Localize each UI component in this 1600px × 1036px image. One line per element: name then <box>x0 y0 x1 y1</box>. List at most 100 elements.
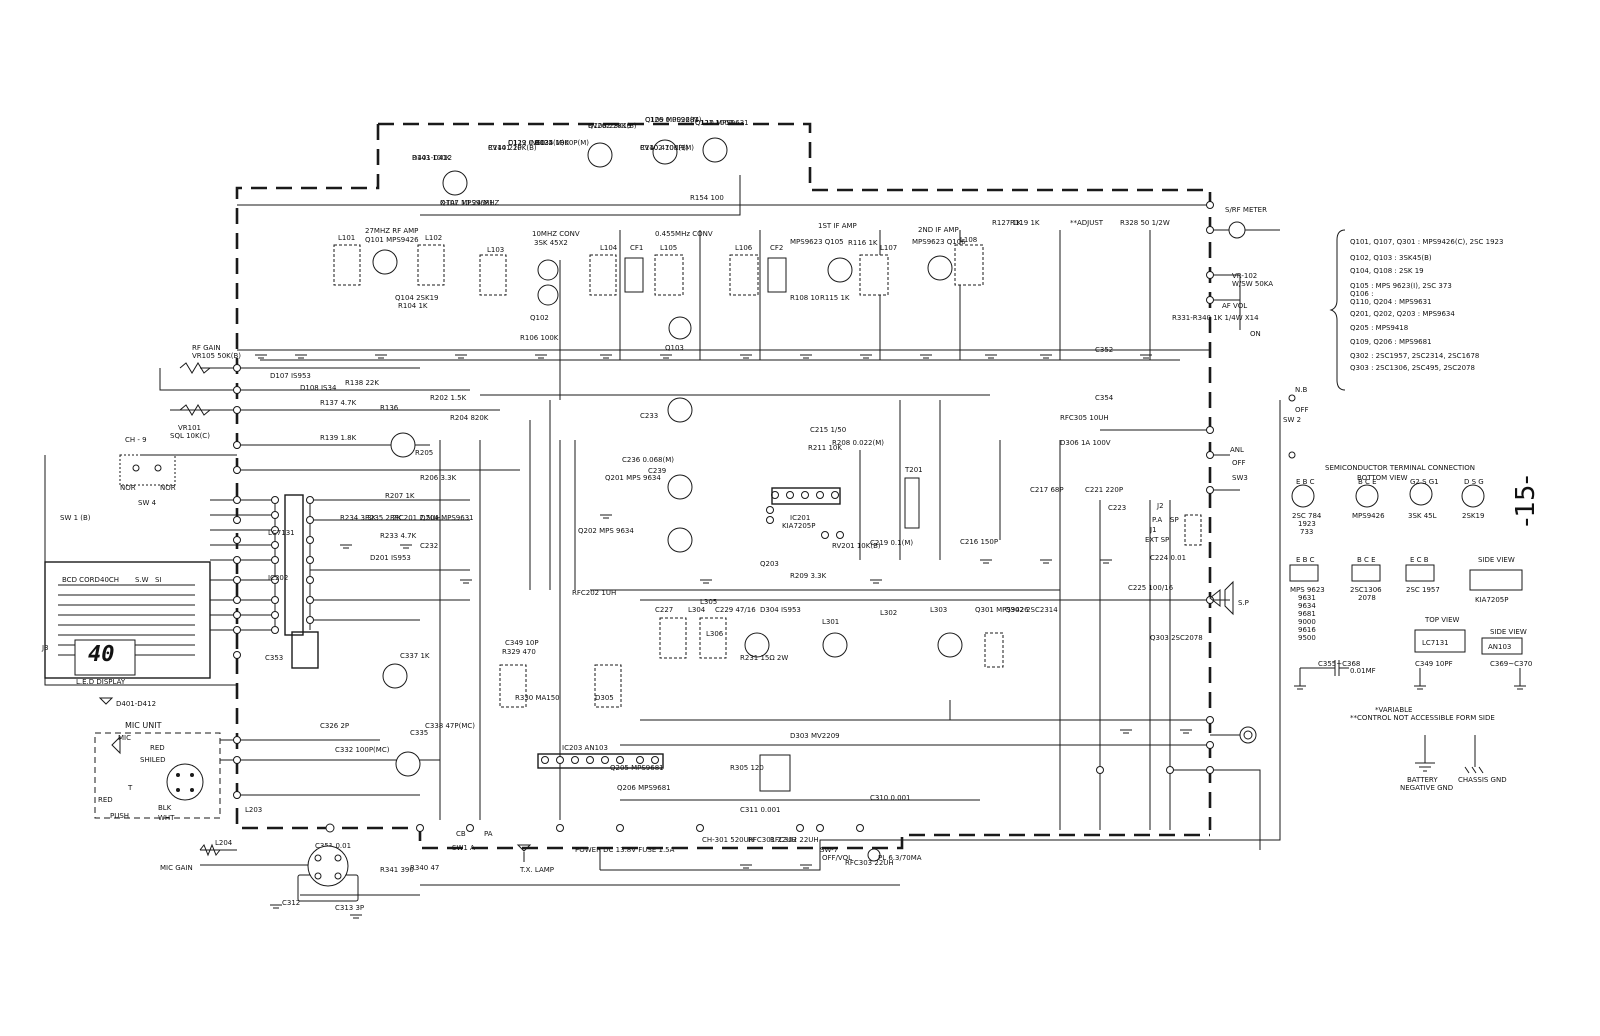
mic-red2-label: RED <box>98 796 113 804</box>
component-label: C140 4700P(M) <box>640 144 694 152</box>
ground-symbols <box>255 354 1192 919</box>
an103-legend: AN103 <box>1488 643 1511 651</box>
component-label: R330 MA150 <box>515 694 560 702</box>
power-label: POWER DC 13.8V FUSE 1.5A <box>575 846 675 854</box>
component-label: L102 <box>425 234 442 242</box>
component-label: C313 3P <box>335 904 364 912</box>
sql-label: SQL 10K(C) <box>170 432 210 440</box>
legend-line-5: Q106 : <box>1350 290 1373 298</box>
component-label: RFC202 1UH <box>572 589 616 597</box>
connector-nodes <box>233 201 1214 833</box>
component-label: R202 1.5K <box>430 394 467 402</box>
component-label: RFC201 2.5UH <box>390 514 441 522</box>
component-label: R139 1.8K <box>320 434 357 442</box>
component-label: R137 4.7K <box>320 399 357 407</box>
svg-text:2078: 2078 <box>1358 594 1376 602</box>
component-label: D108 IS34 <box>300 384 337 392</box>
caps-c369-label: C369~C370 <box>1490 660 1532 668</box>
component-label: Q104 2SK19 <box>395 294 439 302</box>
mic-push-label: PUSH <box>110 812 129 820</box>
pkg7-pins: E C B <box>1410 556 1429 564</box>
component-label: L105 <box>660 244 677 252</box>
mic-blk-label: BLK <box>158 804 172 812</box>
pkg6-name: 2SC1306 <box>1350 586 1382 594</box>
component-label: L108 <box>960 236 977 244</box>
component-label: C223 <box>1108 504 1126 512</box>
mic-shield-label: SHILED <box>140 756 165 764</box>
legend-line-8: Q205 : MPS9418 <box>1350 324 1408 332</box>
pkg1-name-3: 733 <box>1300 528 1313 536</box>
conv-10mhz-part: 3SK 45X2 <box>534 239 568 247</box>
component-label: C224 0.01 <box>1150 554 1186 562</box>
component-label: Q107 MPS9681 <box>440 199 494 207</box>
tx-lamp-label: T.X. LAMP <box>519 866 554 874</box>
component-label: Q108 2SK19 <box>588 122 632 130</box>
component-label: L107 <box>880 244 897 252</box>
pkg3-name: 3SK 45L <box>1408 512 1437 520</box>
legend-line-9: Q109, Q206 : MPS9681 <box>1350 338 1432 346</box>
component-label: R211 10K <box>808 444 842 452</box>
anl-label: ANL <box>1230 446 1244 454</box>
component-label: C338 47P(MC) <box>425 722 475 730</box>
component-label: RFC305 10UH <box>1060 414 1109 422</box>
component-label: Q205 MPS9681 <box>610 764 664 772</box>
pkg4-pins: D S G <box>1464 478 1484 486</box>
if1-label: 1ST IF AMP <box>818 222 857 230</box>
if1-part: MPS9623 Q105 <box>790 238 844 246</box>
component-label: D305 <box>595 694 614 702</box>
ic-boxes <box>284 487 841 902</box>
lamp-label: PL 6.3/70MA <box>878 854 922 862</box>
terminal-title: SEMICONDUCTOR TERMINAL CONNECTION <box>1325 464 1475 472</box>
misc-components <box>516 394 1296 862</box>
component-label: R138 22K <box>345 379 379 387</box>
component-label: RV102 10K(B) <box>640 144 689 152</box>
conv-10mhz-label: 10MHZ CONV <box>532 230 580 238</box>
nor-label-2: NOR <box>160 484 176 492</box>
component-label: RV101 10K(B) <box>488 144 537 152</box>
ext-sp-label: EXT SP <box>1145 536 1169 544</box>
component-label: C311 0.001 <box>740 806 781 814</box>
component-label: C351 0.01 <box>315 842 351 850</box>
stage-labels: 27MHZ RF AMP Q101 MPS9426 10MHZ CONV 3SK… <box>365 222 966 247</box>
if2-label: 2ND IF AMP <box>918 226 959 234</box>
component-label: C144 22P <box>488 144 522 152</box>
nor-label-1: NOR <box>120 484 136 492</box>
mic-wht-label: WHT <box>158 814 175 822</box>
component-label: R205 <box>415 449 433 457</box>
svg-text:9000: 9000 <box>1298 618 1316 626</box>
off-label-2: OFF <box>1232 459 1246 467</box>
lc7131-legend: LC7131 <box>1422 639 1449 647</box>
component-label: L104 <box>600 244 618 252</box>
transistor-legend: Q101, Q107, Q301 : MPS9426(C), 2SC 1923 … <box>1329 229 1503 391</box>
component-label: R235 2.2K <box>365 514 402 522</box>
component-label: C129 0.0022(M) <box>508 139 565 147</box>
component-label: Q302 2SC2314 <box>1005 606 1058 614</box>
conv-455-label: 0.455MHz CONV <box>655 230 713 238</box>
coil-boxes <box>333 244 1202 792</box>
s-rf-meter-label: S/RF METER <box>1225 206 1267 214</box>
component-label: CH-301 520UH <box>702 836 754 844</box>
component-label: R305 120 <box>730 764 764 772</box>
component-label: R231 15Ω 2W <box>740 654 788 662</box>
pa-label: PA <box>484 830 493 838</box>
component-label: D112 IN60 <box>508 139 545 147</box>
sql-part: VR101 <box>178 424 201 432</box>
component-label: R115 1K <box>820 294 850 302</box>
component-label: CF1 <box>630 244 643 252</box>
legend-line-2: Q102, Q103 : 3SK45(B) <box>1350 254 1432 262</box>
ic203-label: IC203 AN103 <box>562 744 608 752</box>
terminal-legend: SEMICONDUCTOR TERMINAL CONNECTION BOTTOM… <box>1289 464 1532 792</box>
pkg3-pins: G2 S G1 <box>1410 478 1439 486</box>
sp-jack-label: SP <box>1170 516 1179 524</box>
sw7-detail: OFF/VOL <box>822 854 852 862</box>
control-labels: RF GAIN VR105 50K(B) VR101 SQL 10K(C) CH… <box>60 206 1309 874</box>
component-label: Q103 <box>665 344 684 352</box>
component-label: Q109 MPS9681 <box>645 116 699 124</box>
legend-line-6: Q110, Q204 : MPS9631 <box>1350 298 1432 306</box>
component-label: C232 <box>420 542 438 550</box>
sw7-label: SW-7 <box>820 846 838 854</box>
component-label: Q102 <box>530 314 549 322</box>
component-label: C236 0.068(M) <box>622 456 674 464</box>
pkg8-pins: SIDE VIEW <box>1478 556 1515 564</box>
